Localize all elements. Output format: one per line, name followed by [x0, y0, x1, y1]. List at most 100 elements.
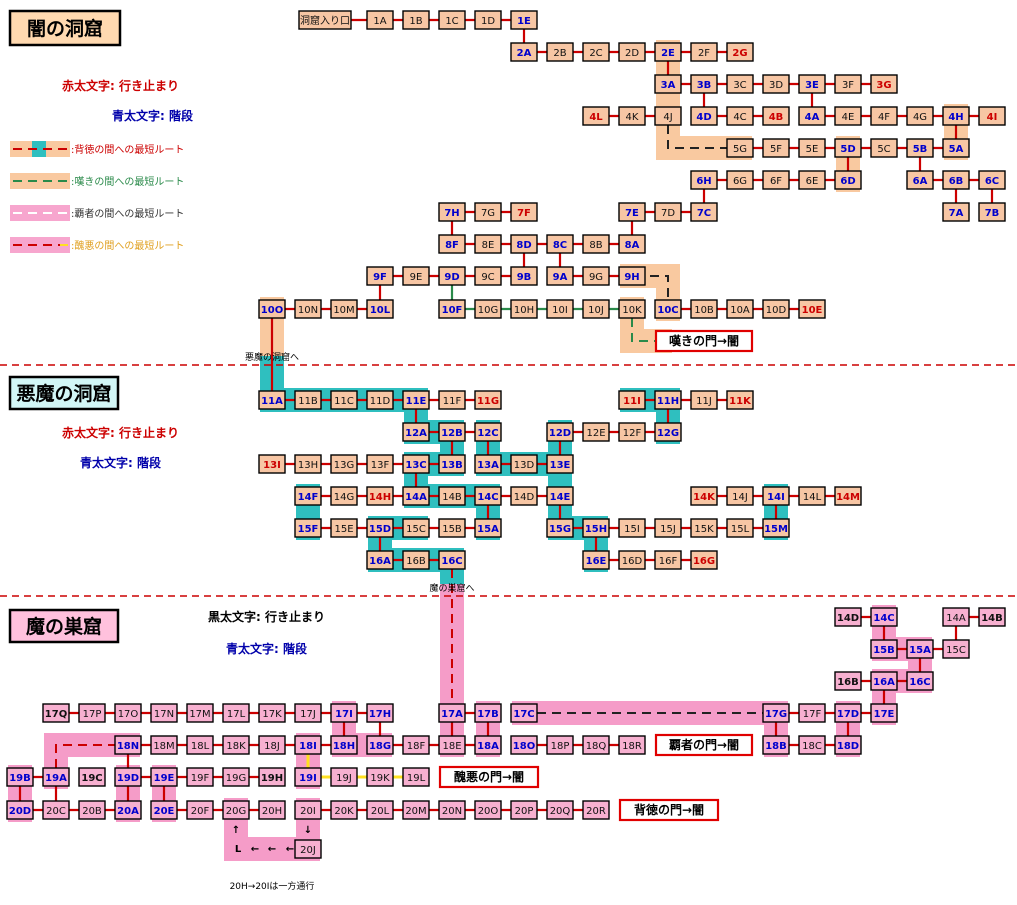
- room-box: [654, 106, 682, 126]
- room-17L: 17L: [222, 703, 250, 723]
- section-title: 悪魔の洞窟: [16, 382, 111, 405]
- room-label: 19L: [407, 773, 426, 784]
- room-box: [294, 767, 322, 787]
- room-label: 6B: [949, 176, 964, 187]
- room-label: 16F: [659, 556, 678, 567]
- room-box: [978, 106, 1006, 126]
- room-11D: 11D: [366, 390, 394, 410]
- room-13B: 13B: [438, 454, 466, 474]
- room-box: [906, 639, 934, 659]
- room-label: 15D: [369, 524, 391, 535]
- room-9D: 9D: [438, 266, 466, 286]
- room-box: [690, 42, 718, 62]
- room-box: [546, 800, 574, 820]
- room-label: 10F: [442, 305, 463, 316]
- room-3A: 3A: [654, 74, 682, 94]
- room-label: 19I: [299, 773, 317, 784]
- room-19L: 19L: [402, 767, 430, 787]
- gate-box: 覇者の門→闇: [654, 733, 754, 757]
- room-label: 14J: [732, 492, 748, 503]
- room-box: [366, 550, 394, 570]
- room-label: 4J: [663, 112, 672, 123]
- room-label: 7B: [985, 208, 1000, 219]
- room-label: 5D: [840, 144, 855, 155]
- room-box: [942, 170, 970, 190]
- gate-box: 醜悪の門→闇: [438, 765, 540, 789]
- room-box: [366, 390, 394, 410]
- room-19D: 19D: [114, 767, 142, 787]
- room-box: [654, 518, 682, 538]
- room-4E: 4E: [834, 106, 862, 126]
- room-box: [618, 42, 646, 62]
- room-label: 14M: [836, 492, 860, 503]
- room-box: [438, 550, 466, 570]
- note-deadend: 赤太文字: 行き止まり: [62, 425, 179, 440]
- room-17J: 17J: [294, 703, 322, 723]
- room-17G: 17G: [762, 703, 790, 723]
- room-19I: 19I: [294, 767, 322, 787]
- room-label: 20Q: [550, 806, 571, 817]
- room-box: [618, 550, 646, 570]
- room-13F: 13F: [366, 454, 394, 474]
- room-label: 2B: [553, 48, 566, 59]
- room-box: [510, 703, 538, 723]
- room-label: 18R: [622, 741, 642, 752]
- room-label: 12F: [623, 428, 642, 439]
- room-4G: 4G: [906, 106, 934, 126]
- room-18R: 18R: [618, 735, 646, 755]
- room-label: 18A: [477, 741, 499, 752]
- room-box: [978, 170, 1006, 190]
- room-label: 1D: [481, 16, 495, 27]
- room-box: [726, 106, 754, 126]
- room-8E: 8E: [474, 234, 502, 254]
- room-8A: 8A: [618, 234, 646, 254]
- room-box: [870, 138, 898, 158]
- room-20K: 20K: [330, 800, 358, 820]
- gate-frame: [618, 798, 720, 822]
- room-box: [978, 202, 1006, 222]
- room-label: 16A: [369, 556, 391, 567]
- room-label: 20G: [226, 806, 246, 817]
- room-20P: 20P: [510, 800, 538, 820]
- room-box: [726, 74, 754, 94]
- room-box: [438, 486, 466, 506]
- room-20G: 20G: [222, 800, 250, 820]
- room-5E: 5E: [798, 138, 826, 158]
- room-label: 20D: [9, 806, 31, 817]
- room-3G: 3G: [870, 74, 898, 94]
- room-18M: 18M: [150, 735, 178, 755]
- room-4K: 4K: [618, 106, 646, 126]
- room-label: 洞窟入り口: [300, 14, 350, 27]
- room-box: [546, 486, 574, 506]
- gate-label: 覇者の門→闇: [669, 737, 739, 752]
- room-box: [726, 390, 754, 410]
- room-box: [474, 800, 502, 820]
- room-18G: 18G: [366, 735, 394, 755]
- room-box: [942, 138, 970, 158]
- room-box: [258, 454, 286, 474]
- room-box: [762, 518, 790, 538]
- room-label: 8E: [482, 240, 495, 251]
- room-label: 15E: [334, 524, 353, 535]
- room-洞窟入り口: 洞窟入り口: [298, 10, 352, 30]
- room-box: [330, 703, 358, 723]
- room-label: 5F: [770, 144, 782, 155]
- room-13G: 13G: [330, 454, 358, 474]
- room-10K: 10K: [618, 299, 646, 319]
- room-label: 17B: [477, 709, 499, 720]
- room-box: [402, 550, 430, 570]
- room-box: [258, 703, 286, 723]
- room-box: [870, 703, 898, 723]
- room-box: [942, 202, 970, 222]
- room-box: [402, 390, 430, 410]
- room-box: [510, 10, 538, 30]
- room-label: 14C: [477, 492, 498, 503]
- room-box: [258, 735, 286, 755]
- room-19F: 19F: [186, 767, 214, 787]
- room-label: 18G: [369, 741, 391, 752]
- room-box: [546, 518, 574, 538]
- room-label: 9F: [373, 272, 387, 283]
- room-label: 17A: [441, 709, 463, 720]
- room-box: [654, 422, 682, 442]
- room-box: [654, 42, 682, 62]
